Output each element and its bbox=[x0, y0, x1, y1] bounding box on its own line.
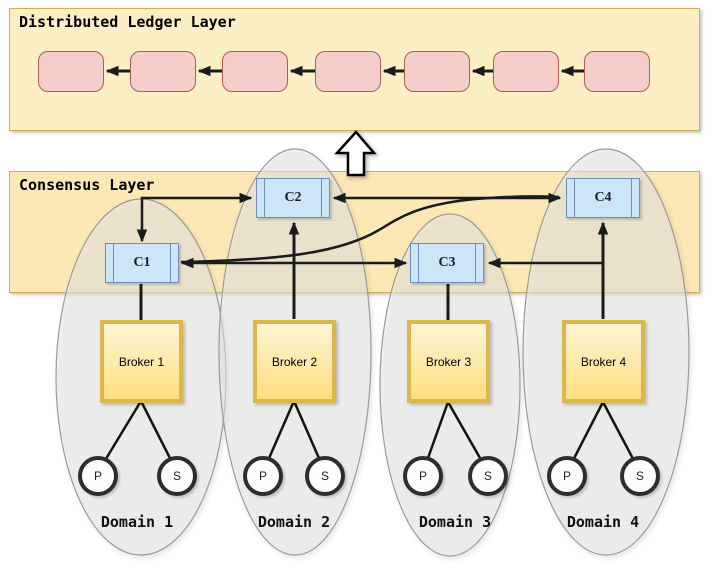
consensus-node-c2: C2 bbox=[256, 178, 330, 218]
domain4-secondary-node: S bbox=[620, 456, 660, 496]
ledger-block bbox=[130, 51, 196, 92]
domain4-primary-node: P bbox=[547, 456, 587, 496]
domain-3-label: Domain 3 bbox=[418, 513, 492, 531]
broker-4-box: Broker 4 bbox=[562, 320, 645, 403]
layer-up-arrow-icon bbox=[334, 130, 377, 177]
edge-c4-c1-curve bbox=[180, 195, 560, 264]
ledger-layer-title: Distributed Ledger Layer bbox=[19, 13, 236, 31]
consensus-layer-title: Consensus Layer bbox=[19, 176, 155, 194]
ledger-block bbox=[222, 51, 288, 92]
domain-1-label: Domain 1 bbox=[100, 513, 174, 531]
ledger-block bbox=[493, 51, 559, 92]
consensus-node-c1: C1 bbox=[105, 243, 179, 283]
ledger-block bbox=[404, 51, 470, 92]
domain-2-label: Domain 2 bbox=[257, 513, 331, 531]
domain3-secondary-node: S bbox=[468, 456, 508, 496]
ledger-block bbox=[584, 51, 650, 92]
ledger-block bbox=[38, 51, 104, 92]
broker-1-box: Broker 1 bbox=[100, 320, 183, 403]
domain2-primary-node: P bbox=[243, 456, 283, 496]
consensus-node-c3: C3 bbox=[410, 243, 484, 283]
domain1-primary-node: P bbox=[78, 456, 118, 496]
consensus-node-c4: C4 bbox=[566, 178, 640, 218]
edge-c1-c2 bbox=[142, 198, 251, 241]
domain-4-label: Domain 4 bbox=[566, 513, 640, 531]
ledger-block bbox=[315, 51, 381, 92]
consensus-edges bbox=[141, 196, 603, 320]
broker-2-box: Broker 2 bbox=[253, 320, 336, 403]
broker-3-box: Broker 3 bbox=[407, 320, 490, 403]
domain1-secondary-node: S bbox=[157, 456, 197, 496]
domain3-primary-node: P bbox=[403, 456, 443, 496]
domain2-secondary-node: S bbox=[305, 456, 345, 496]
